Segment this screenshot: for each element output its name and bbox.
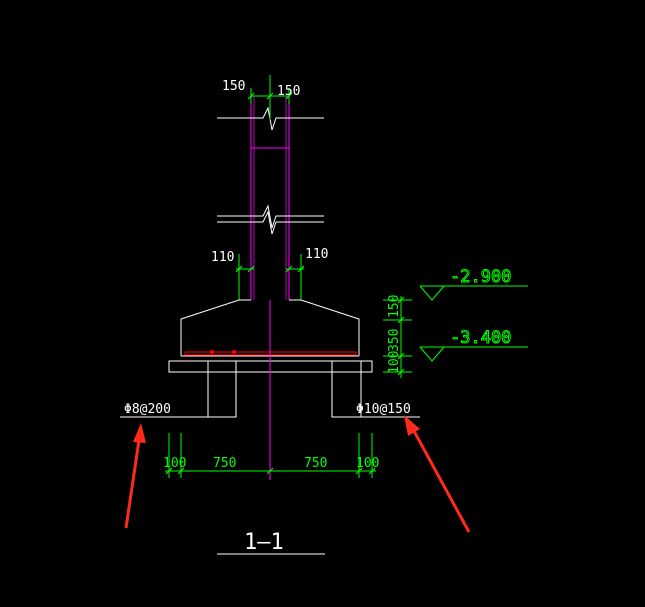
base-dim-left-edge: 100 <box>163 456 186 471</box>
column-dim-left: 150 <box>222 79 245 94</box>
base-dimension <box>165 433 376 478</box>
red-arrow-right <box>404 415 471 533</box>
base-dim-right-edge: 100 <box>356 456 379 471</box>
break-lines <box>217 106 324 235</box>
vdim-middle: 350 <box>387 329 402 352</box>
column <box>250 96 290 300</box>
elevation-lower: -3.400 <box>450 328 511 348</box>
collar-dim-left: 110 <box>211 250 234 265</box>
collar-dim-right: 110 <box>305 247 328 262</box>
rebar-label-right: Φ10@150 <box>356 402 411 417</box>
vdim-top: 150 <box>387 295 402 318</box>
vdim-bottom: 100 <box>387 351 402 374</box>
section-label: 1—1 <box>244 530 284 555</box>
vertical-dimension <box>383 296 412 378</box>
rebar-label-left: Φ8@200 <box>124 402 171 417</box>
base-dim-left-half: 750 <box>213 456 236 471</box>
collar-dimension <box>235 254 305 300</box>
column-dim-right: 150 <box>277 84 300 99</box>
elevation-upper: -2.900 <box>450 267 511 287</box>
red-arrow-left <box>124 423 146 529</box>
column-dimension <box>247 75 293 120</box>
elevation-markers <box>419 285 528 362</box>
base-dim-right-half: 750 <box>304 456 327 471</box>
